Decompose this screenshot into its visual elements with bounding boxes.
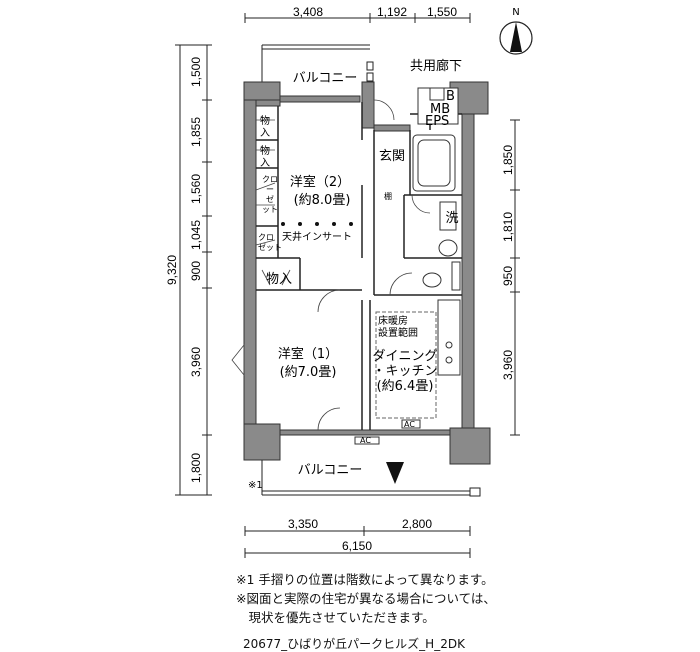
- closet-label-c: 物: [260, 144, 270, 157]
- dim-left-3: 1,560: [189, 174, 203, 204]
- mb-label: MB: [430, 102, 450, 117]
- entrance-label: 玄関: [379, 149, 405, 164]
- corridor-label: 共用廊下: [410, 58, 462, 74]
- room2-label: 洋室（2）: [290, 174, 350, 190]
- entry-arrow-icon: [386, 462, 404, 484]
- eps-label: EPS: [425, 114, 449, 129]
- dim-top-2: 1,192: [377, 5, 407, 19]
- dim-right-1: 1,850: [501, 145, 515, 175]
- floor-heat-label-2: 設置範囲: [378, 326, 418, 339]
- right-dimension-labels: 1,850 1,810 950 3,960: [501, 145, 515, 380]
- note-line-2: ※図面と実際の住宅が異なる場合については、: [236, 591, 496, 606]
- b-box: [429, 87, 445, 101]
- closet-low-label-1: クロ: [258, 233, 274, 242]
- balcony-bottom-label: バルコニー: [298, 463, 363, 478]
- dim-bottom-1: 3,350: [288, 517, 318, 531]
- floor-heating-area: [375, 311, 437, 419]
- kitchen-label: ・キッチン: [372, 364, 437, 379]
- floor-heat-label: 床暖房: [378, 314, 408, 327]
- b-label: B: [446, 89, 455, 104]
- dim-bottom-2: 2,800: [402, 517, 432, 531]
- balcony-top-label: バルコニー: [293, 71, 358, 86]
- dim-right-2: 1,810: [501, 212, 515, 242]
- dim-left-5: 900: [189, 261, 203, 281]
- fixtures: [354, 134, 461, 445]
- dim-left-6: 3,960: [189, 347, 203, 377]
- closet-label-4: ット: [262, 205, 278, 214]
- dim-right-4: 3,960: [501, 350, 515, 380]
- dim-left-4: 1,045: [189, 220, 203, 250]
- closet-label-b: 入: [260, 128, 270, 139]
- left-dimension-labels: 1,500 1,855 1,560 1,045 900 3,960 1,800 …: [165, 57, 203, 483]
- closet-low-label-2: ゼット: [258, 242, 282, 252]
- room1-label: 洋室（1）: [278, 346, 338, 362]
- room-labels: B MB EPS 物 入 物 入 クロ ー ゼ ット クロ ゼット 洋室（2） …: [248, 89, 459, 491]
- closet-label-d: 入: [260, 158, 270, 169]
- ac-label-2: AC: [360, 436, 371, 445]
- bottom-dimension-line: [244, 526, 471, 558]
- closet-label-1: クロ: [262, 175, 278, 184]
- interior-walls: [256, 102, 462, 430]
- dim-left-2: 1,855: [189, 117, 203, 147]
- top-dimension-line: [244, 13, 471, 23]
- dim-top-3: 1,550: [427, 5, 457, 19]
- balcony-top: [261, 44, 374, 82]
- note-line-1: ※1 手摺りの位置は階数によって異なります。: [236, 572, 494, 587]
- dim-left-total: 9,320: [165, 255, 179, 285]
- washroom-label: 洗: [445, 211, 458, 226]
- shelf-label: 棚: [384, 191, 392, 201]
- storage-label: 物入: [266, 272, 292, 287]
- dk-size-label: (約6.4畳): [377, 379, 434, 394]
- room2-size: (約8.0畳): [294, 193, 351, 208]
- ceiling-insert-label: 天井インサート: [282, 230, 352, 243]
- dim-right-3: 950: [501, 266, 515, 286]
- door-swings: [231, 99, 431, 431]
- left-dimension-line: [175, 44, 212, 496]
- closet-label-2: ー: [266, 185, 274, 194]
- north-arrow-icon: [499, 21, 533, 55]
- closet-label-a: 物: [260, 114, 270, 127]
- dim-bottom-total: 6,150: [342, 539, 372, 553]
- note-line-3: 現状を優先させていただきます。: [236, 610, 435, 625]
- dim-left-7: 1,800: [189, 453, 203, 483]
- note-mark: ※1: [248, 480, 263, 491]
- ac-label-1: AC: [404, 420, 415, 429]
- closet-label-3: ゼ: [266, 194, 274, 204]
- ceiling-insert-dots: [281, 222, 353, 226]
- room1-size: (約7.0畳): [280, 365, 337, 380]
- right-dimension-line: [510, 119, 520, 436]
- dim-left-1: 1,500: [189, 57, 203, 87]
- compass-label: N: [512, 7, 519, 18]
- balcony-bottom: [261, 460, 481, 497]
- dining-label: ダイニング: [372, 349, 437, 364]
- footer-caption: 20677_ひばりが丘パークヒルズ_H_2DK: [243, 637, 465, 651]
- dim-top-1: 3,408: [293, 5, 323, 19]
